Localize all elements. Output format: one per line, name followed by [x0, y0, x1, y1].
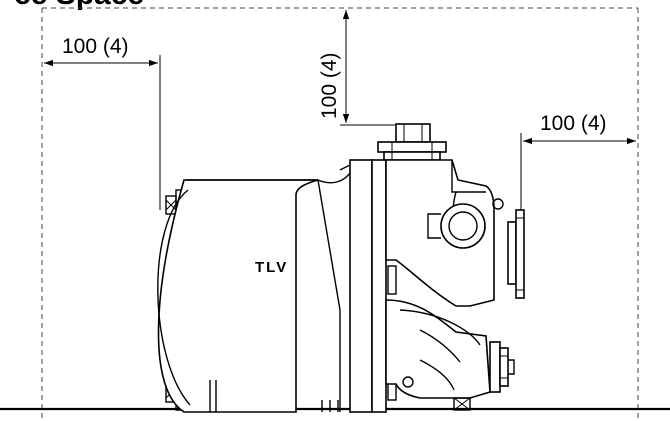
- top-plug: [377, 123, 447, 161]
- tlv-logo: TLV: [255, 259, 288, 276]
- bottom-bolt-right: [453, 397, 471, 411]
- page-title: ce Space: [14, 0, 144, 11]
- left-clearance-dimension: 100 (4): [44, 35, 161, 210]
- left-bolt-upper: [165, 195, 177, 215]
- top-clearance-label: 100 (4): [318, 52, 341, 119]
- right-clearance-label: 100 (4): [540, 112, 607, 135]
- inlet-port: [427, 203, 486, 249]
- pump-trap-body: TLV: [157, 123, 525, 413]
- left-clearance-label: 100 (4): [62, 35, 129, 58]
- right-clearance-dimension: 100 (4): [520, 112, 636, 225]
- top-clearance-dimension: 100 (4): [318, 10, 396, 126]
- clearance-boundary: [41, 7, 639, 421]
